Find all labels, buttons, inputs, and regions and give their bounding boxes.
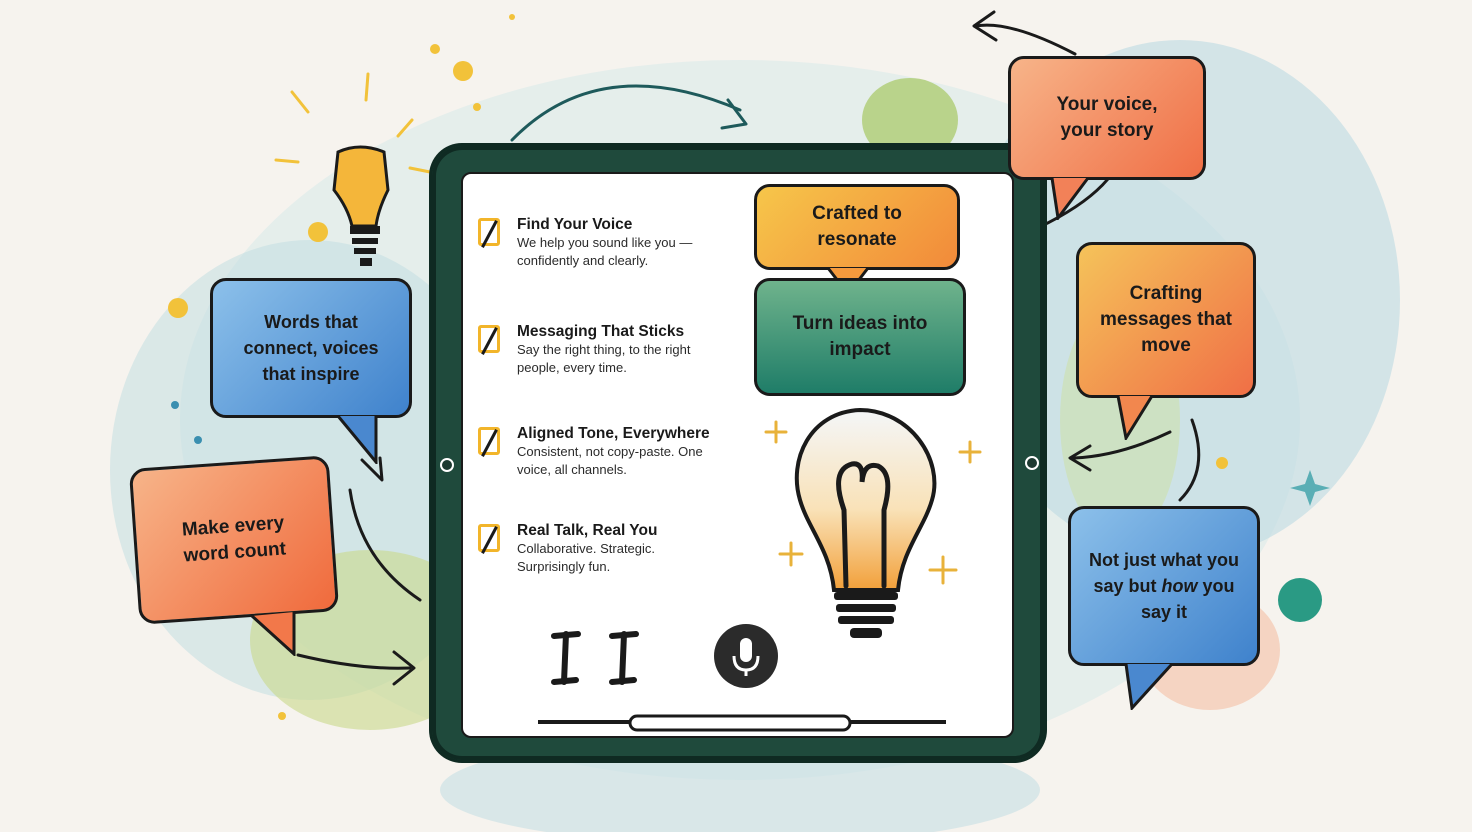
bubble-tail (1050, 177, 1090, 220)
feature-description: Collaborative. Strategic. Surprisingly f… (517, 541, 656, 574)
sparkle-icon (1290, 470, 1330, 506)
bubble-text-part: you say it (1140, 576, 1235, 622)
checkbox-icon (478, 218, 500, 246)
tablet-camera-right (1025, 456, 1039, 470)
feature-description: Consistent, not copy-paste. One voice, a… (517, 444, 703, 477)
bubble-text: Your voice, your story (1056, 94, 1158, 141)
bubble-text: Crafted to resonate (812, 203, 902, 250)
feature-item: Messaging That Sticks Say the right thin… (478, 323, 718, 377)
home-indicator-bar (538, 714, 946, 732)
feature-title: Real Talk, Real You (517, 522, 658, 539)
speech-bubble-crafting: Crafting messages that move (1076, 242, 1256, 398)
feature-title: Aligned Tone, Everywhere (517, 425, 710, 442)
bubble-tail (1124, 662, 1174, 710)
lightbulb-icon (764, 407, 982, 638)
bubble-text: Not just what you say but how you say it (1079, 547, 1249, 625)
bubble-text: Turn ideas into impact (792, 313, 928, 360)
feature-title: Messaging That Sticks (517, 323, 685, 340)
bubble-tail (336, 415, 378, 464)
speech-bubble-not-just: Not just what you say but how you say it (1068, 506, 1260, 666)
microphone-button[interactable] (714, 624, 778, 688)
bubble-tail (250, 612, 296, 656)
speech-bubble-make-every: Make every word count (128, 455, 340, 625)
lightbulb-icon (274, 72, 432, 266)
checkbox-icon (478, 524, 500, 552)
speech-bubble-turn-ideas: Turn ideas into impact (754, 278, 966, 396)
checkbox-icon (478, 325, 500, 353)
microphone-icon (732, 638, 760, 676)
quote-marks-icon (551, 631, 639, 685)
feature-item: Aligned Tone, Everywhere Consistent, not… (478, 425, 718, 479)
speech-bubble-crafted: Crafted to resonate (754, 184, 960, 270)
checkbox-icon (478, 427, 500, 455)
feature-item: Real Talk, Real You Collaborative. Strat… (478, 522, 718, 576)
tablet-camera-left (440, 458, 454, 472)
speech-bubble-words-connect: Words that connect, voices that inspire (210, 278, 412, 418)
feature-description: Say the right thing, to the right people… (517, 342, 691, 375)
bubble-text: Crafting messages that move (1099, 283, 1232, 356)
feature-title: Find Your Voice (517, 216, 633, 233)
bubble-text-part: Not just what you say but (1089, 550, 1239, 596)
speech-bubble-your-voice: Your voice, your story (1008, 56, 1206, 180)
feature-item: Find Your Voice We help you sound like y… (478, 216, 718, 270)
bubble-text: Make every word count (181, 512, 287, 567)
bubble-tail (1116, 395, 1154, 440)
bubble-text-emphasis: how (1161, 576, 1198, 596)
feature-description: We help you sound like you — confidently… (517, 235, 693, 268)
bubble-text: Words that connect, voices that inspire (243, 312, 379, 384)
